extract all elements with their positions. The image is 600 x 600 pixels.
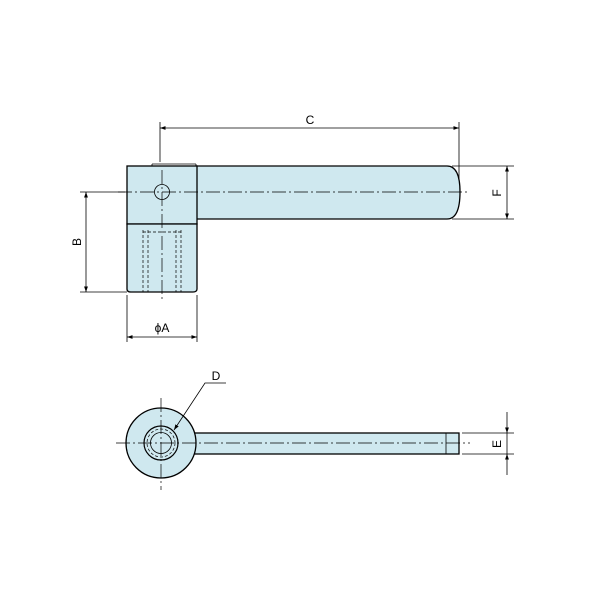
top-view: D E xyxy=(116,369,514,490)
dim-e-label: E xyxy=(490,440,504,448)
dim-d-leader xyxy=(173,382,226,431)
top-lever-arm xyxy=(189,432,460,455)
dim-c-label: C xyxy=(306,113,315,127)
lever-arm xyxy=(195,165,461,220)
dim-f-label: F xyxy=(490,189,504,196)
dim-a-label: ϕA xyxy=(155,321,170,335)
dim-b-label: B xyxy=(70,238,84,246)
dim-d-label: D xyxy=(212,369,221,383)
front-view: C F B ϕA xyxy=(70,113,514,342)
